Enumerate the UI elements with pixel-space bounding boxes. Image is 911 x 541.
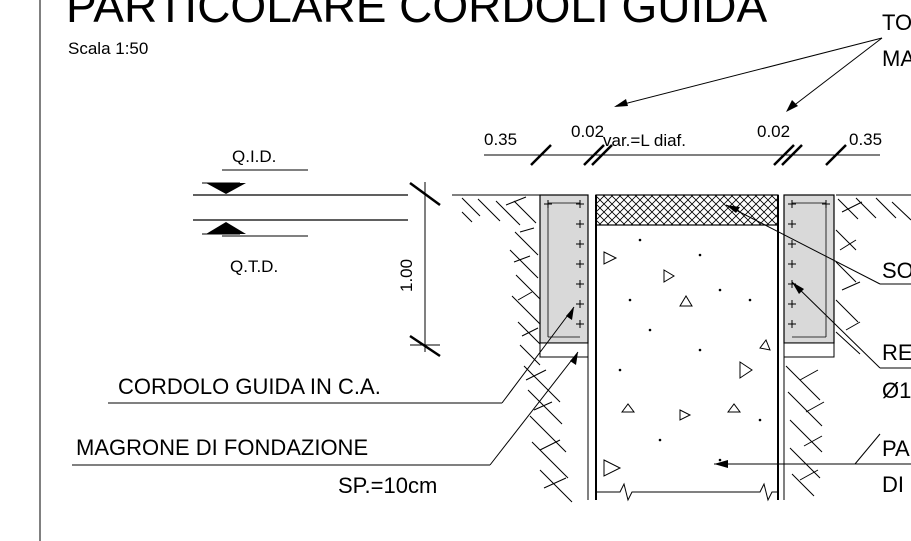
right-gap-dim: 0.02 — [757, 122, 790, 141]
qid-triangle-icon — [206, 183, 246, 194]
top-right-label-1: TO — [882, 10, 911, 35]
magrone-label: MAGRONE DI FONDAZIONE — [76, 435, 368, 460]
diaphragm-trench — [587, 194, 785, 502]
top-right-label-2: MA — [882, 46, 911, 71]
right-width-dim: 0.35 — [849, 130, 882, 149]
re-label: RE — [882, 340, 911, 365]
leader-lines — [72, 37, 911, 466]
pa-label: PA — [882, 436, 910, 461]
leader-arrowheads — [566, 99, 804, 468]
qtd-label: Q.T.D. — [230, 257, 278, 276]
left-width-dim: 0.35 — [484, 130, 517, 149]
concrete-fill — [603, 238, 771, 477]
height-dim-label: 1.00 — [397, 259, 416, 292]
cordolo-left — [539, 194, 589, 358]
cordolo-right — [783, 194, 835, 358]
middle-dim: var.=L diaf. — [603, 131, 686, 150]
qid-label: Q.I.D. — [232, 147, 276, 166]
re-diameter-label: Ø1 — [882, 378, 911, 403]
ground — [452, 194, 911, 503]
cordolo-label: CORDOLO GUIDA IN C.A. — [118, 374, 381, 399]
drawing-scale: Scala 1:50 — [68, 39, 148, 58]
width-dimensions: 0.35 0.02 var.=L diaf. 0.02 0.35 — [484, 122, 882, 166]
drawing-title: PARTICOLARE CORDOLI GUIDA — [66, 0, 768, 32]
level-markers: Q.I.D. Q.T.D. — [193, 147, 408, 276]
so-label: SO — [882, 258, 911, 283]
magrone-thickness-label: SP.=10cm — [338, 473, 437, 498]
height-dimension: 1.00 — [397, 181, 441, 358]
qtd-triangle-icon — [206, 222, 246, 234]
di-label: DI — [882, 472, 904, 497]
left-gap-dim: 0.02 — [571, 122, 604, 141]
